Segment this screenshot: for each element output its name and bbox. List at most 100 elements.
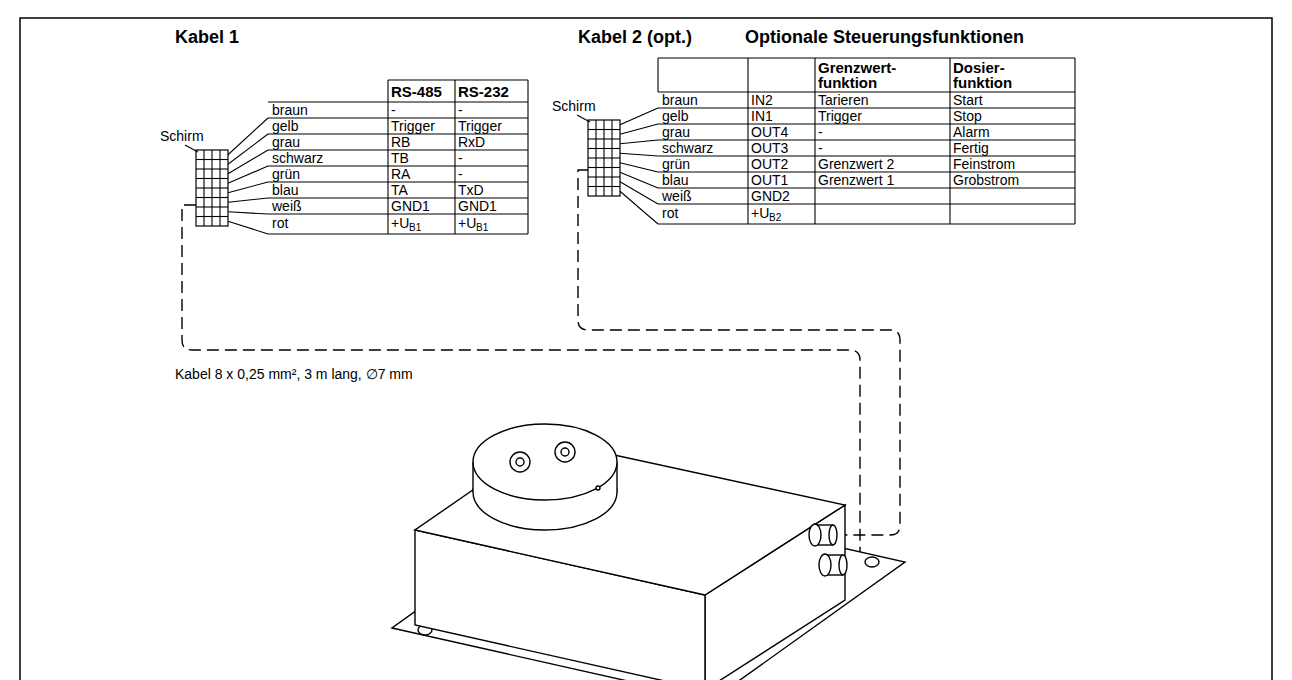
leader-line — [620, 153, 658, 156]
terminal-line — [211, 150, 212, 226]
sensor-port — [555, 442, 575, 462]
table-line — [658, 139, 1075, 140]
table-grid — [185, 58, 1075, 234]
pin-name: IN2 — [751, 92, 773, 108]
column-head: RS-485 — [391, 84, 442, 99]
terminal-block — [196, 150, 228, 226]
function-name: Feinstrom — [953, 156, 1015, 172]
connector — [809, 524, 837, 546]
wire-color: braun — [272, 102, 308, 118]
section-title: Optionale Steuerungsfunktionen — [745, 26, 1024, 48]
supply-index: B2 — [769, 212, 781, 223]
wire-color: grau — [662, 124, 690, 140]
frame — [20, 18, 1272, 680]
terminal-line — [219, 150, 220, 226]
signal-name: TxD — [458, 182, 484, 198]
wire-color: braun — [662, 92, 698, 108]
function-name: Grenzwert 1 — [818, 172, 894, 188]
shield-leader — [577, 115, 590, 122]
function-name: Grenzwert 2 — [818, 156, 894, 172]
table-line — [658, 57, 1075, 58]
wire-color: blau — [272, 182, 298, 198]
leader-line — [228, 212, 268, 214]
mount-hole — [865, 557, 879, 567]
table-line — [658, 223, 1075, 224]
table-line — [1074, 58, 1075, 224]
leader-line — [620, 182, 658, 204]
sensor-port — [510, 452, 530, 472]
leader-line — [228, 134, 268, 164]
leader-line — [228, 150, 268, 174]
signal-name: RB — [391, 134, 410, 150]
signal-name: GND1 — [391, 198, 430, 214]
function-name: Grobstrom — [953, 172, 1019, 188]
column-head: RS-232 — [458, 84, 509, 99]
table-line — [388, 79, 528, 80]
pin-name: OUT2 — [751, 156, 788, 172]
supply-symbol: +U — [751, 205, 769, 221]
signal-name: RA — [391, 166, 410, 182]
table-line — [454, 80, 455, 234]
pin-name: OUT1 — [751, 172, 788, 188]
function-name: Start — [953, 92, 983, 108]
signal-name: - — [391, 102, 396, 118]
function-name: Trigger — [818, 108, 862, 124]
leader-line — [228, 182, 268, 193]
device — [392, 424, 905, 680]
signal-name: Trigger — [458, 118, 502, 134]
cable-note: Kabel 8 x 0,25 mm², 3 m lang, ∅7 mm — [175, 366, 413, 382]
table-line — [814, 58, 815, 224]
cable-title: Kabel 1 — [175, 26, 239, 48]
table-line — [949, 58, 950, 224]
wire-color: schwarz — [272, 150, 323, 166]
table-line — [658, 123, 1075, 124]
sensor-port — [516, 458, 524, 466]
leader-line — [228, 198, 268, 202]
table-line — [747, 58, 748, 224]
sensor-top — [473, 424, 617, 500]
signal-name: TA — [391, 182, 408, 198]
wire-color: grün — [662, 156, 690, 172]
table-line — [658, 203, 1075, 204]
function-name: - — [818, 140, 823, 156]
signal-name: - — [458, 166, 463, 182]
wire-color: grau — [272, 134, 300, 150]
pin-name: GND2 — [751, 188, 790, 204]
shield-leader — [185, 145, 198, 152]
terminal-line — [603, 120, 604, 196]
function-name: - — [818, 124, 823, 140]
wire-color: weiß — [662, 188, 692, 204]
signal-name: TB — [391, 150, 409, 166]
leader-line — [620, 140, 658, 144]
signal-name: - — [458, 150, 463, 166]
terminal-line — [595, 120, 596, 196]
leader-line — [228, 166, 268, 183]
supply-symbol: +U — [391, 215, 409, 231]
pin-name: OUT3 — [751, 140, 788, 156]
leader-line — [620, 108, 658, 125]
function-name: Alarm — [953, 124, 990, 140]
leader-line — [228, 221, 268, 234]
wire-color: weiß — [272, 198, 302, 214]
function-name: Stop — [953, 108, 982, 124]
signal-name: RxD — [458, 134, 485, 150]
signal-name: - — [458, 102, 463, 118]
sensor-dot — [596, 486, 600, 490]
wire-color: schwarz — [662, 140, 713, 156]
column-head: Grenzwert- funktion — [818, 60, 928, 90]
wire-color: rot — [272, 215, 288, 231]
supply-index: B1 — [476, 222, 488, 233]
wire-color: blau — [662, 172, 688, 188]
leader-line — [620, 163, 658, 172]
column-head: Dosier- funktion — [953, 60, 1033, 90]
connector — [819, 554, 847, 576]
wire-color: gelb — [662, 108, 688, 124]
cable-title: Kabel 2 (opt.) — [578, 26, 692, 48]
leader-line — [620, 191, 658, 224]
sensor-port — [561, 448, 569, 456]
shield-label: Schirm — [552, 98, 596, 114]
wire-color: rot — [662, 205, 678, 221]
